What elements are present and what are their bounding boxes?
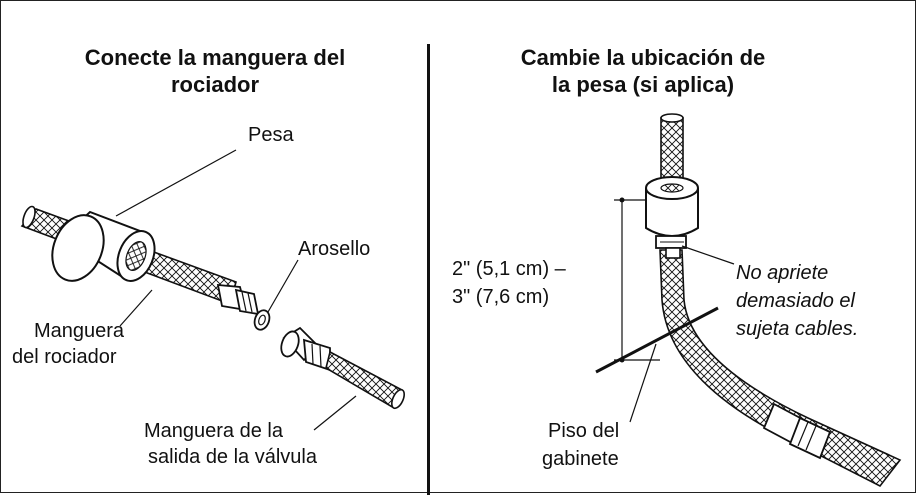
- weight-leader-line: [115, 149, 237, 217]
- panel-divider: [427, 44, 430, 495]
- cable-tie-drawing: [655, 235, 687, 259]
- label-note-line-3: sujeta cables.: [736, 318, 859, 340]
- relocated-weight-drawing: [645, 176, 699, 237]
- valve-hose-leader-line: [313, 395, 357, 431]
- label-sprayer-hose-line-2: del rociador: [12, 346, 117, 368]
- left-title-line-2: rociador: [170, 72, 260, 97]
- distance-dimension: [614, 197, 660, 363]
- weight-drawing: [51, 210, 156, 282]
- sprayer-hose-leader-line: [119, 289, 153, 327]
- label-note-line-1: No apriete: [736, 262, 829, 284]
- cable-tie-leader-line: [681, 245, 735, 265]
- label-valve-hose-line-1: Manguera de la: [144, 420, 283, 442]
- label-valve-hose-line-2: salida de la válvula: [148, 446, 317, 468]
- vertical-hose-drawing: [659, 113, 902, 488]
- label-floor-line-2: gabinete: [542, 448, 619, 470]
- right-title-line-1: Cambie la ubicación de: [520, 45, 766, 70]
- right-panel-title: Cambie la ubicación de la pesa (si aplic…: [462, 44, 824, 98]
- label-note-line-2: demasiado el: [736, 290, 855, 312]
- cabinet-floor-line: [595, 306, 719, 374]
- sprayer-connector-drawing: [216, 283, 271, 331]
- left-panel-title: Conecte la manguera del rociador: [40, 44, 390, 98]
- o-ring-leader-line: [267, 259, 299, 313]
- left-title-line-1: Conecte la manguera del: [84, 45, 346, 70]
- label-o-ring: Arosello: [298, 238, 371, 260]
- floor-leader-line: [629, 343, 657, 423]
- label-distance-line-1: 2" (5,1 cm) –: [452, 258, 566, 280]
- valve-outlet-hose-drawing: [280, 326, 405, 410]
- label-sprayer-hose-line-1: Manguera: [34, 320, 125, 342]
- label-floor-line-1: Piso del: [548, 420, 620, 442]
- label-weight: Pesa: [248, 124, 294, 146]
- label-distance-line-2: 3" (7,6 cm): [452, 286, 550, 308]
- right-title-line-2: la pesa (si aplica): [551, 72, 735, 97]
